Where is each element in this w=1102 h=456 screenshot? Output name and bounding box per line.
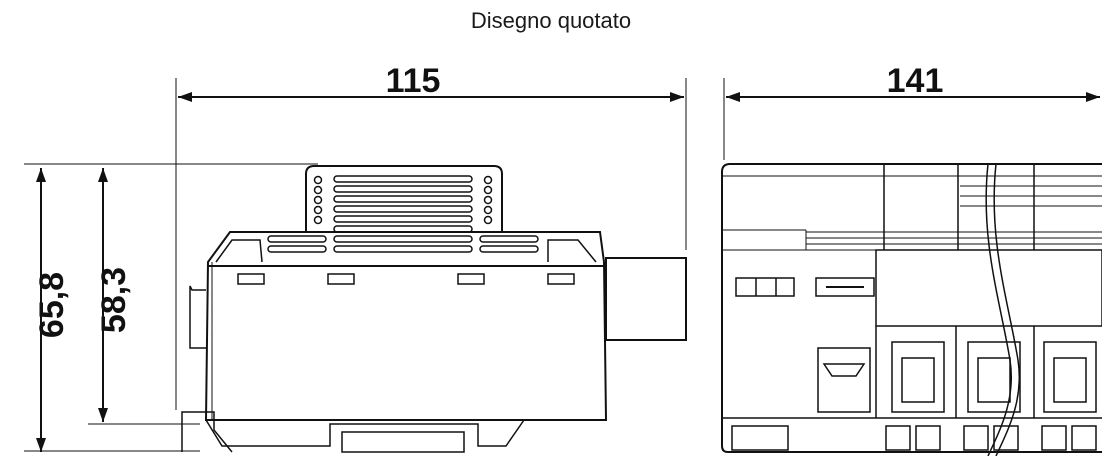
cable bbox=[985, 163, 1020, 456]
dimension-58-3: 58,3 bbox=[88, 168, 200, 425]
dim-label-141: 141 bbox=[887, 62, 944, 100]
front-view bbox=[181, 165, 687, 453]
dimension-65-8: 65,8 bbox=[24, 163, 318, 452]
dim-label-115: 115 bbox=[386, 62, 441, 100]
vent-fins bbox=[267, 175, 539, 253]
page-title: Disegno quotato bbox=[470, 8, 632, 33]
dimension-141: 141 bbox=[723, 62, 1100, 160]
dim-label-65-8: 65,8 bbox=[33, 272, 71, 338]
dim-label-58-3: 58,3 bbox=[95, 267, 133, 333]
dimension-115: 115 bbox=[175, 62, 687, 410]
side-view bbox=[721, 163, 1102, 453]
